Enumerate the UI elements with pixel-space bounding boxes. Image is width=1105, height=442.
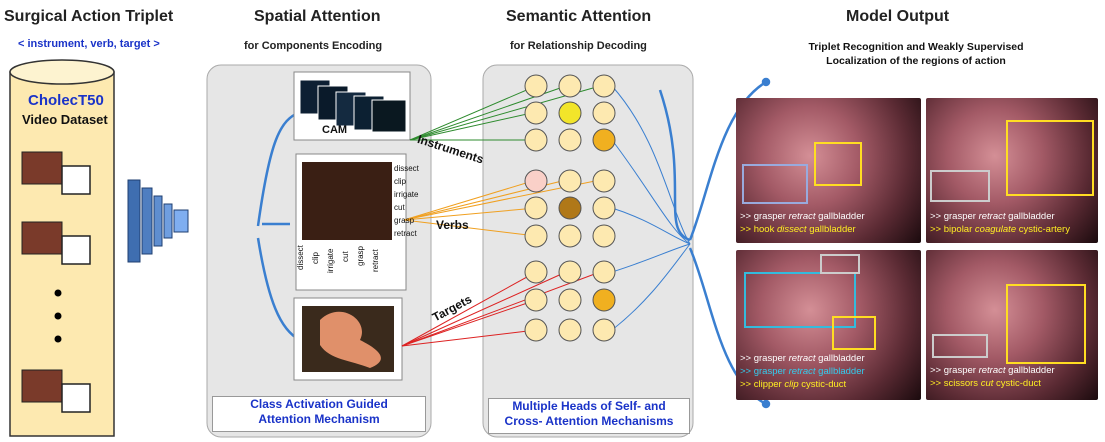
verb-tick: cut xyxy=(394,203,405,212)
bbox-bipolar xyxy=(1006,120,1094,196)
triplet-line: >> grasper retract gallbladder xyxy=(740,353,865,364)
triplet-line: >> grasper retract gallbladder xyxy=(930,211,1055,222)
dataset-label: Video Dataset xyxy=(22,112,108,127)
verb-tick: clip xyxy=(394,177,407,186)
semantic-title: Semantic Attention xyxy=(506,8,652,25)
output-frame-2: >> grasper retract gallbladder >> bipola… xyxy=(926,98,1098,243)
output-text-1: >> grasper retract gallbladder >> hook d… xyxy=(740,210,865,236)
semantic-caption-line: Multiple Heads of Self- and xyxy=(512,399,666,413)
spatial-caption-line: Class Activation Guided xyxy=(250,397,388,411)
output-frame-4: >> grasper retract gallbladder >> scisso… xyxy=(926,250,1098,400)
output-text-2: >> grasper retract gallbladder >> bipola… xyxy=(930,210,1070,236)
spatial-subtitle: for Components Encoding xyxy=(244,40,383,52)
triplet-line: >> grasper retract gallbladder xyxy=(930,365,1055,376)
verb-tick-bottom: clip xyxy=(311,251,320,264)
verb-grid xyxy=(295,153,407,291)
cam-label: CAM xyxy=(322,124,348,136)
output-frame-1: >> grasper retract gallbladder >> hook d… xyxy=(736,98,921,243)
verb-tick: dissect xyxy=(394,164,419,173)
triplet-title: Surgical Action Triplet xyxy=(4,8,174,25)
triplet-line: >> grasper retract gallbladder xyxy=(740,211,865,222)
triplet-subtitle: < instrument, verb, target > xyxy=(18,38,160,50)
bbox-grasper xyxy=(820,254,860,274)
attention-nodes xyxy=(524,74,616,342)
bbox-grasper xyxy=(742,164,808,204)
cam-stack xyxy=(293,71,411,141)
verb-tick-bottom: cut xyxy=(341,251,350,262)
spatial-caption: Class Activation Guided Attention Mechan… xyxy=(212,396,426,432)
verb-tick: retract xyxy=(394,229,417,238)
output-title: Model Output xyxy=(846,8,950,25)
bbox-grasper xyxy=(930,170,990,202)
bbox-clipper xyxy=(832,316,876,350)
bbox-grasper xyxy=(932,334,988,358)
bbox-scissors xyxy=(1006,284,1086,364)
triplet-line: >> bipolar coagulate cystic-artery xyxy=(930,224,1070,235)
semantic-panel xyxy=(482,64,694,438)
output-subtitle-line: Localization of the regions of action xyxy=(826,55,1006,67)
verb-tick-bottom: grasp xyxy=(356,245,365,266)
output-subtitle-line: Triplet Recognition and Weakly Supervise… xyxy=(808,41,1024,53)
output-frame-3: >> grasper retract gallbladder >> graspe… xyxy=(736,250,921,400)
output-text-4: >> grasper retract gallbladder >> scisso… xyxy=(930,364,1055,390)
verb-tick: grasp xyxy=(394,216,415,225)
verb-tick: irrigate xyxy=(394,190,419,199)
output-text-3: >> grasper retract gallbladder >> graspe… xyxy=(740,352,865,391)
verb-tick-bottom: dissect xyxy=(296,245,305,270)
triplet-line: >> grasper retract gallbladder xyxy=(740,366,865,377)
target-map xyxy=(293,297,403,381)
verbs-label: Verbs xyxy=(436,218,469,232)
output-subtitle: Triplet Recognition and Weakly Supervise… xyxy=(756,40,1076,68)
semantic-caption-line: Cross- Attention Mechanisms xyxy=(504,414,674,428)
bbox-grasper-cyan xyxy=(744,272,856,328)
triplet-line: >> clipper clip cystic-duct xyxy=(740,379,847,390)
verb-tick-bottom: retract xyxy=(371,249,380,272)
spatial-caption-line: Attention Mechanism xyxy=(258,412,380,426)
triplet-line: >> hook dissect gallbladder xyxy=(740,224,856,235)
encoder-network xyxy=(127,179,189,263)
semantic-caption: Multiple Heads of Self- and Cross- Atten… xyxy=(488,398,690,434)
dataset-name: CholecT50 xyxy=(28,92,104,109)
verb-tick-bottom: irrigate xyxy=(326,248,335,273)
semantic-subtitle: for Relationship Decoding xyxy=(510,40,647,52)
spatial-title: Spatial Attention xyxy=(254,8,381,25)
triplet-line: >> scissors cut cystic-duct xyxy=(930,378,1041,389)
bbox-hook xyxy=(814,142,862,186)
video-thumbnails xyxy=(21,151,91,413)
verb-ticks-right: dissect clip irrigate cut grasp retract xyxy=(394,162,419,240)
